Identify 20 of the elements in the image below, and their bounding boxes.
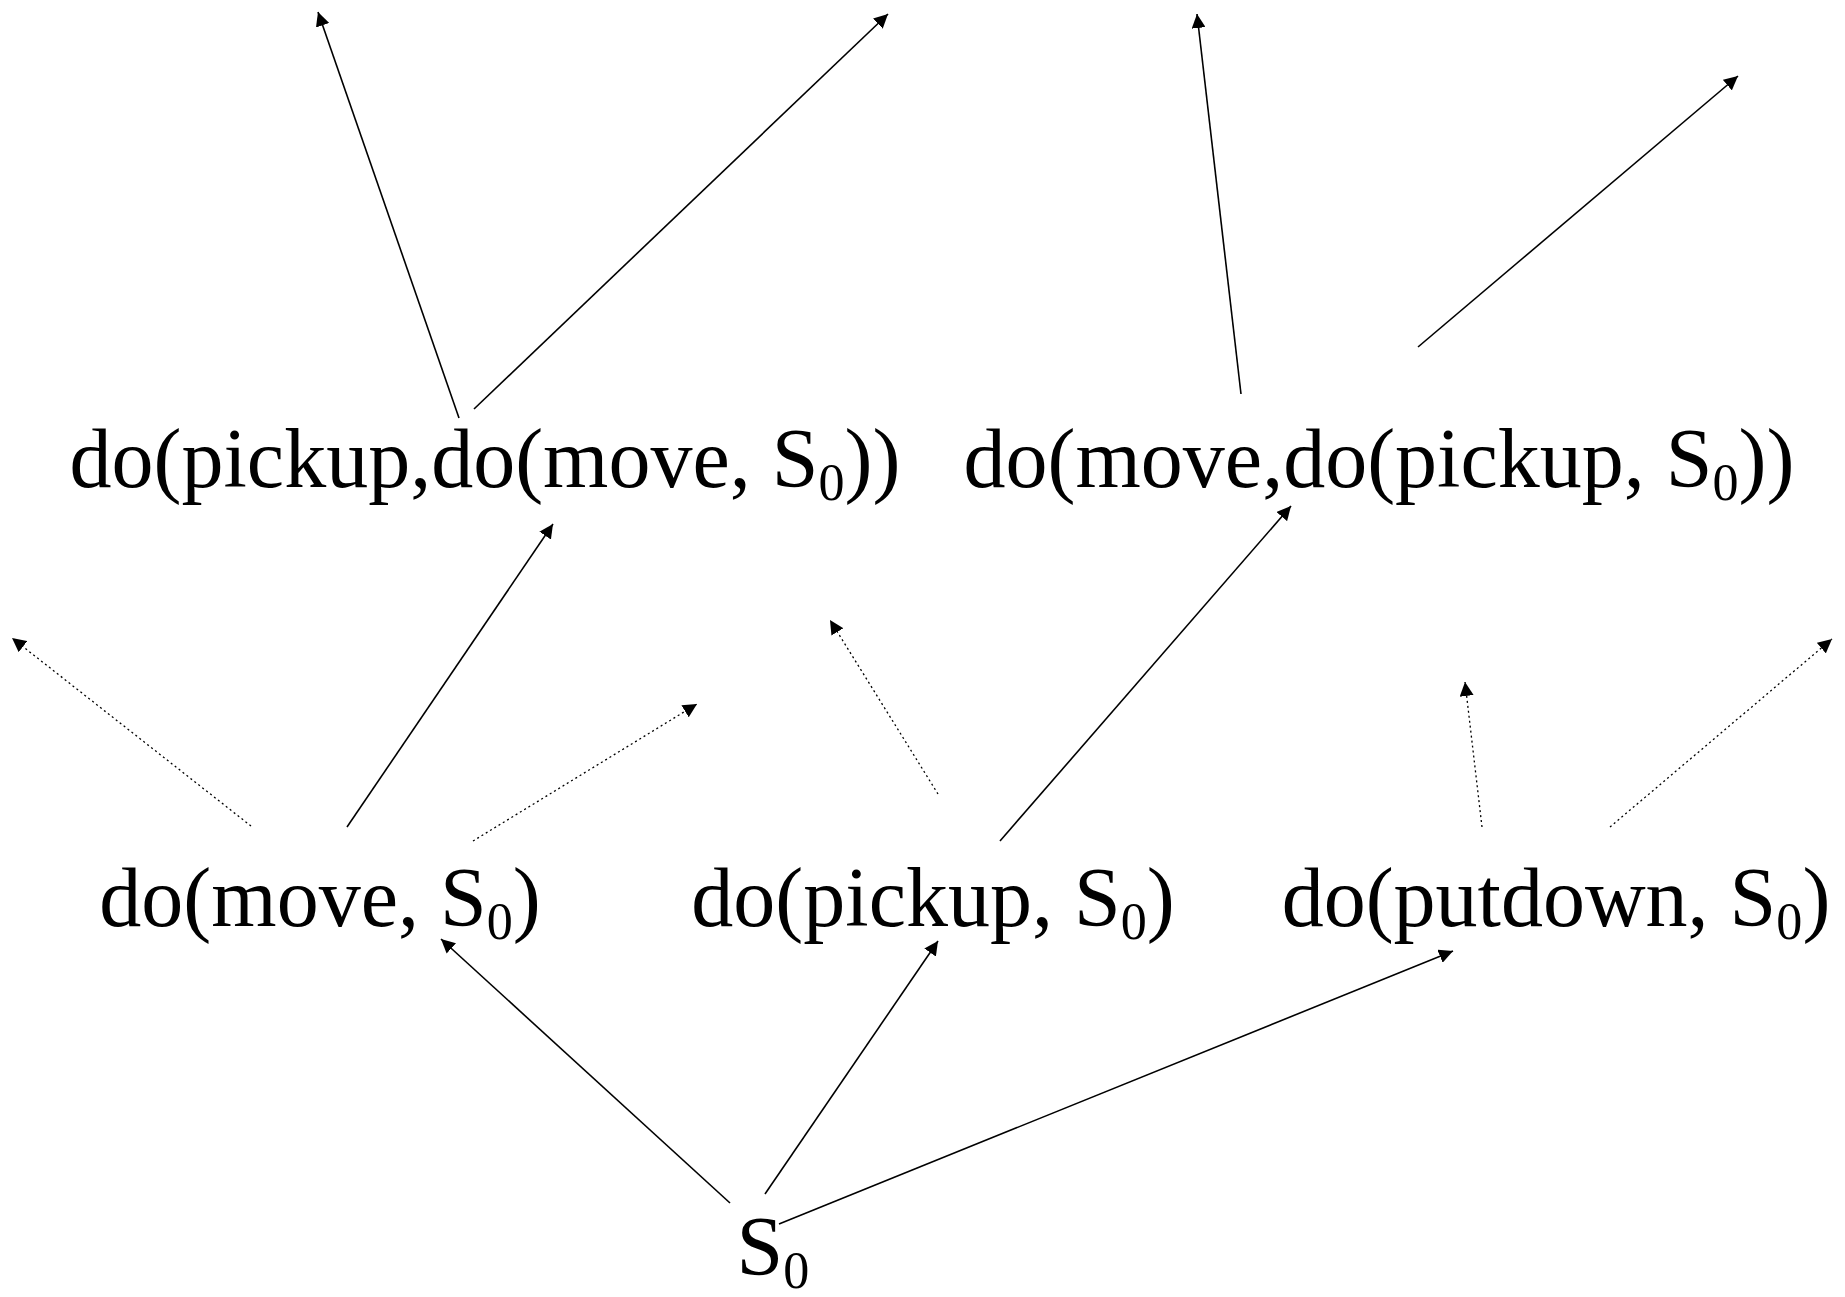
situation-term: do(move, S$_{0}$) <box>99 849 541 947</box>
dotted-arrow <box>472 703 698 842</box>
dotted-arrow <box>829 619 939 795</box>
arrow <box>1417 75 1739 348</box>
dotted-arrow <box>1609 638 1833 828</box>
dotted-arrow <box>1459 681 1483 828</box>
arrow <box>778 949 1454 1225</box>
situation-term: do(putdown, S$_{0}$) <box>1281 849 1831 947</box>
situation-term: do(pickup,do(move, S$_{0}$)) <box>69 410 901 508</box>
arrow <box>473 13 889 410</box>
arrow <box>764 940 939 1195</box>
situation-term: do(move,do(pickup, S$_{0}$)) <box>963 410 1795 508</box>
arrow <box>999 505 1292 842</box>
situation-term: S$_{0}$ <box>736 1198 810 1296</box>
arrow <box>316 11 460 419</box>
dotted-arrow <box>11 637 252 827</box>
arrow <box>440 938 731 1204</box>
arrow <box>346 523 554 828</box>
situation-term: do(pickup, S$_{0}$) <box>691 849 1175 947</box>
arrow <box>1191 13 1242 395</box>
